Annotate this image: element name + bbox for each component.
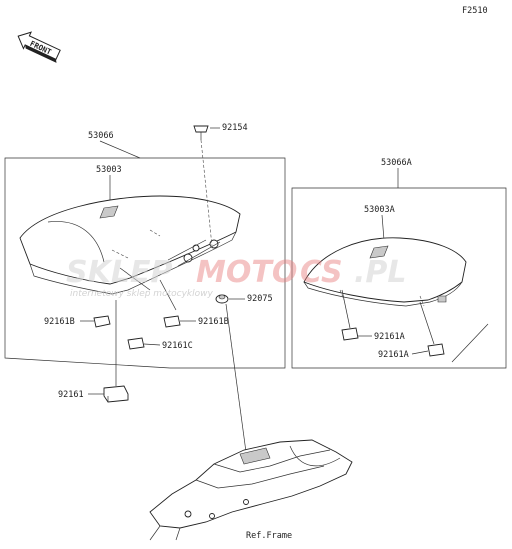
watermark: SKLEP MOTO CS .PL internetowy sklep moto… xyxy=(66,255,407,299)
label-53003: 53003 xyxy=(96,165,122,175)
label-53003a: 53003A xyxy=(364,205,395,215)
pillion-assembly-frame xyxy=(291,187,507,369)
diagram-code: F2510 xyxy=(462,6,488,16)
bolt-92154 xyxy=(193,125,213,247)
front-arrow-icon: FRONT xyxy=(17,31,61,63)
watermark-brand-d: .PL xyxy=(354,255,407,290)
damper-92161b-right xyxy=(163,315,181,328)
label-53066: 53066 xyxy=(88,131,114,141)
label-92161b-left: 92161B xyxy=(44,317,75,327)
watermark-brand-b: MOTO xyxy=(196,255,297,290)
watermark-tagline: internetowy sklep motocyklowy xyxy=(70,289,213,299)
damper-92161c xyxy=(127,337,145,350)
pillion-seat xyxy=(303,237,467,307)
seat-assembly-frame xyxy=(4,157,286,369)
label-92161: 92161 xyxy=(58,390,84,400)
frame-reference xyxy=(149,439,353,541)
damper-92161a-2 xyxy=(427,343,445,357)
label-92075: 92075 xyxy=(247,294,273,304)
watermark-brand-a: SKLEP xyxy=(66,255,172,290)
label-92161c: 92161C xyxy=(162,341,193,351)
damper-92161a-1 xyxy=(341,327,359,341)
label-92161a-1: 92161A xyxy=(374,332,405,342)
label-92161a-2: 92161A xyxy=(378,350,409,360)
rider-seat xyxy=(19,195,241,311)
label-92154: 92154 xyxy=(222,123,248,133)
damper-92161b-left xyxy=(93,315,111,328)
nut-92075 xyxy=(215,294,229,304)
label-ref-frame: Ref.Frame xyxy=(246,531,292,541)
label-92161b-right: 92161B xyxy=(198,317,229,327)
label-53066a: 53066A xyxy=(381,158,412,168)
damper-92161 xyxy=(103,300,129,403)
watermark-brand-c: CS xyxy=(300,255,343,290)
